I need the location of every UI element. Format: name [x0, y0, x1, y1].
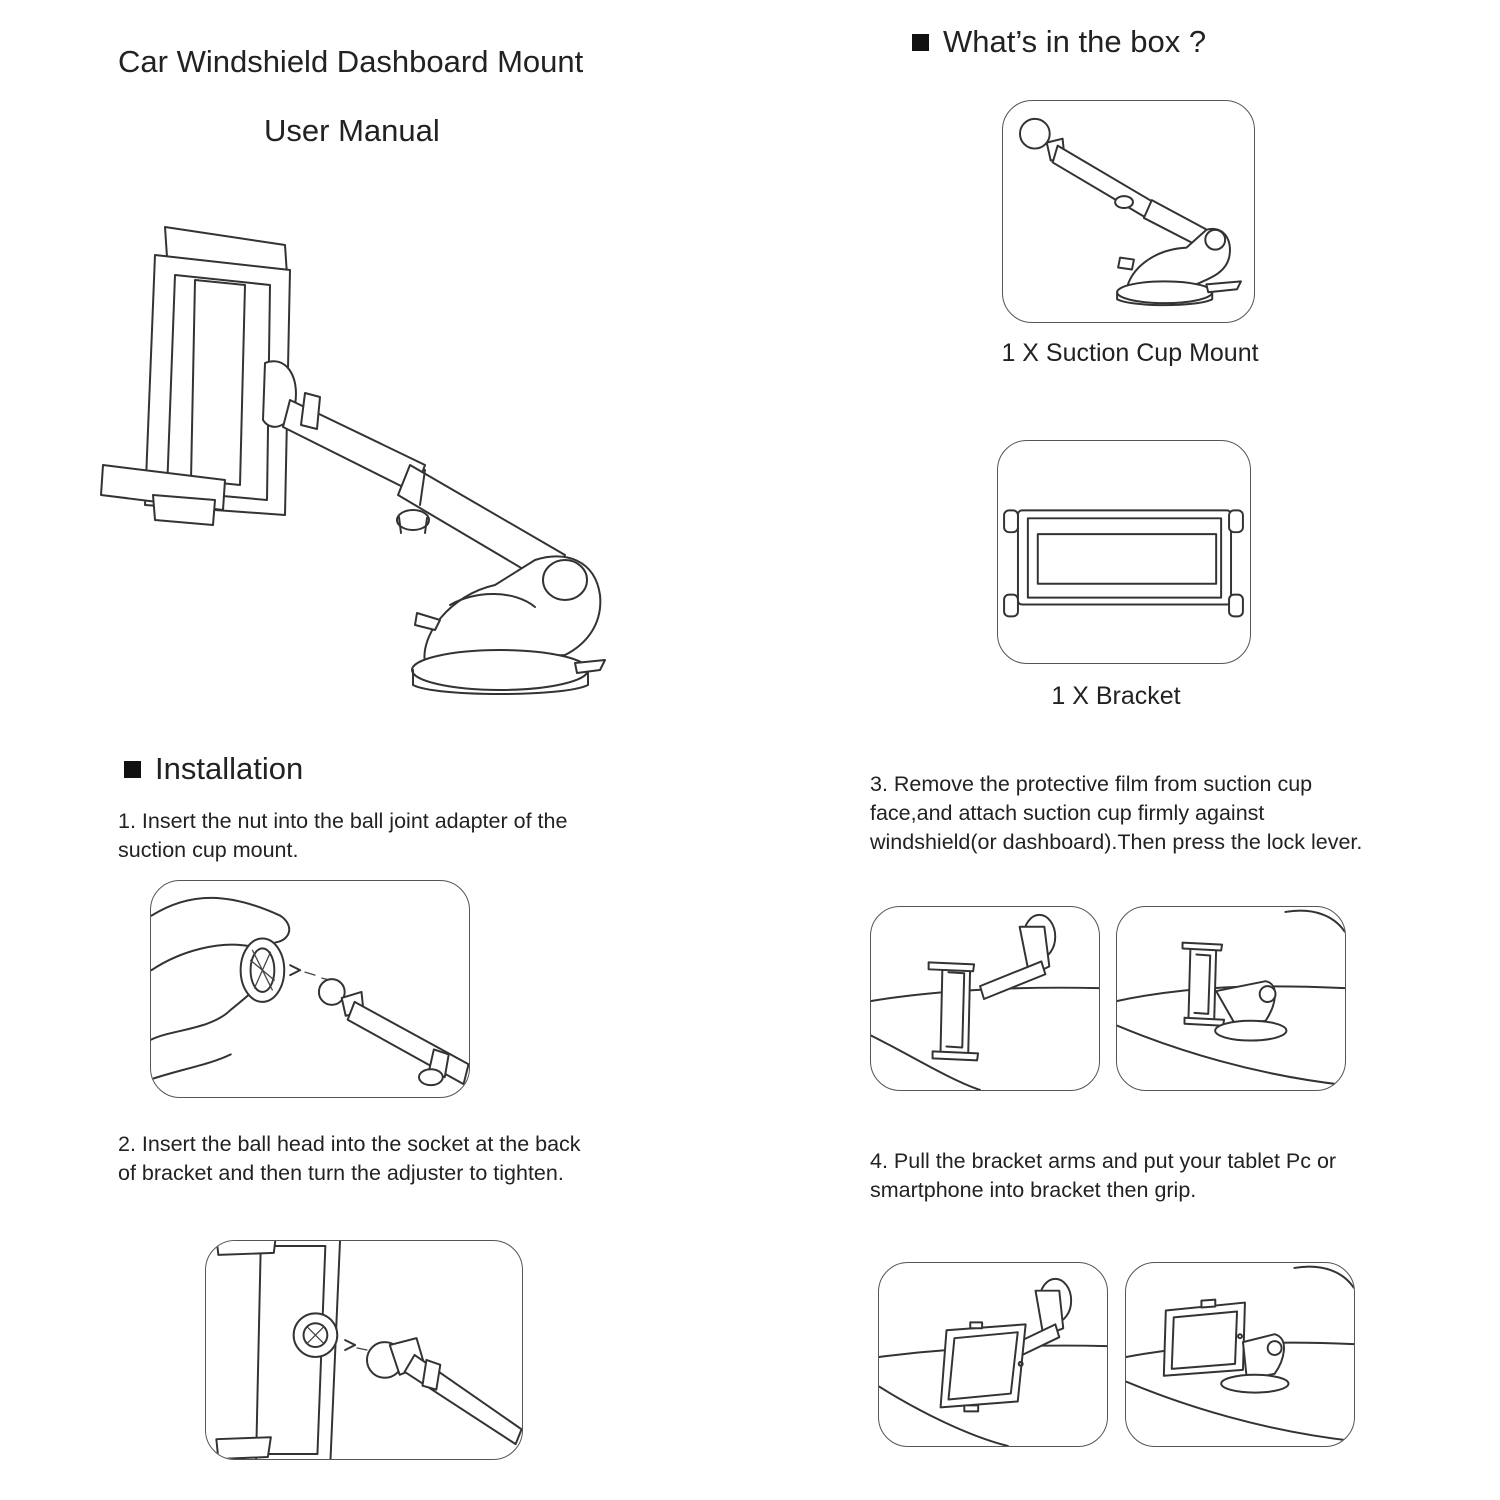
step-1-illustration — [150, 880, 470, 1098]
bullet-square-icon — [912, 33, 929, 51]
bracket-card — [997, 440, 1251, 664]
suction-cup-mount-card — [1002, 100, 1255, 323]
step-2-text: 2. Insert the ball head into the socket … — [118, 1132, 581, 1185]
bracket-icon — [1003, 509, 1244, 618]
ball-socket-icon — [215, 1241, 522, 1459]
mount-assembly-illustration — [100, 226, 606, 695]
step-3-windshield-illustration — [870, 906, 1100, 1091]
step-3-text: 3. Remove the protective film from sucti… — [870, 772, 1363, 854]
manual-title: Car Windshield Dashboard Mount — [118, 44, 584, 79]
bullet-square-icon — [124, 760, 141, 778]
suction-cup-mount-caption: 1 X Suction Cup Mount — [1001, 339, 1259, 367]
suction-cup-mount-icon — [1018, 117, 1242, 307]
installation-heading-text: Installation — [155, 751, 304, 786]
step-3-dashboard-illustration — [1116, 906, 1346, 1091]
hand-nut-icon — [151, 896, 469, 1087]
step-4-windshield-illustration — [878, 1262, 1108, 1447]
installation-heading: Installation — [124, 751, 303, 787]
step-1-text: 1. Insert the nut into the ball joint ad… — [118, 809, 568, 862]
dashboard-tablet-icon — [1126, 1265, 1354, 1443]
windshield-tablet-icon — [879, 1277, 1107, 1446]
box-heading-text: What’s in the box ? — [943, 24, 1207, 59]
windshield-mount-icon — [871, 913, 1099, 1090]
step-2-illustration — [205, 1240, 523, 1460]
box-heading: What’s in the box ? — [912, 24, 1206, 60]
manual-subtitle: User Manual — [264, 113, 440, 148]
step-4-text: 4. Pull the bracket arms and put your ta… — [870, 1149, 1337, 1202]
dashboard-mount-icon — [1117, 909, 1345, 1087]
step-4-dashboard-illustration — [1125, 1262, 1355, 1447]
bracket-caption: 1 X Bracket — [1051, 682, 1181, 710]
